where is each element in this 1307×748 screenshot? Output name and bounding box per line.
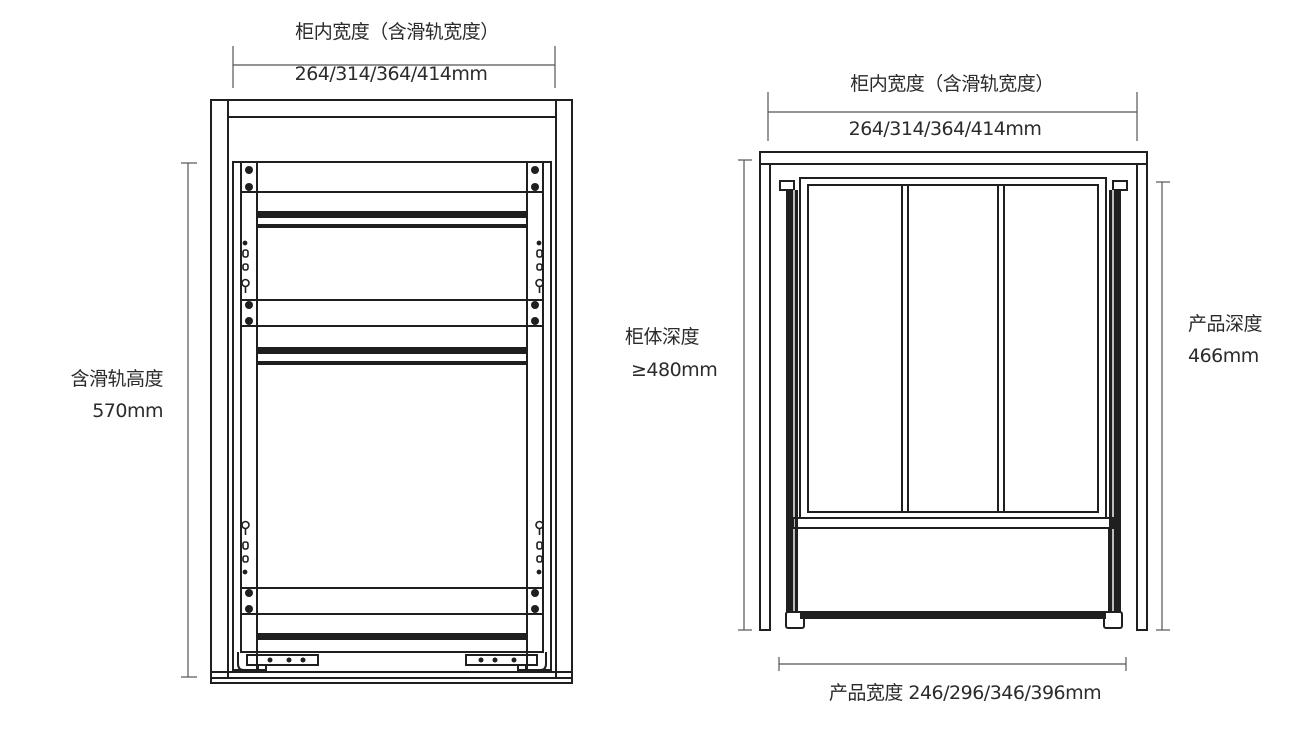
left-bottom-bracket bbox=[237, 652, 319, 671]
right-width-title: 柜内宽度（含滑轨宽度） bbox=[850, 73, 1054, 95]
product-depth-title: 产品深度 bbox=[1188, 313, 1263, 335]
basket-frame bbox=[240, 161, 544, 653]
cabinet-depth-value: ≥480mm bbox=[631, 359, 718, 381]
basket-thick-bars bbox=[256, 211, 528, 640]
left-height-dimension-line bbox=[181, 162, 197, 678]
right-width-values: 264/314/364/414mm bbox=[848, 118, 1042, 140]
front-view-diagram bbox=[181, 46, 573, 684]
product-depth-dimension-line bbox=[1156, 181, 1170, 631]
basket-top-view bbox=[792, 177, 1114, 619]
cabinet-depth-dimension-line bbox=[738, 159, 752, 631]
left-width-values: 264/314/364/414mm bbox=[294, 63, 488, 85]
right-bottom-bracket bbox=[465, 652, 547, 671]
rail-mounting-holes bbox=[241, 240, 544, 575]
product-depth-value: 466mm bbox=[1188, 345, 1259, 367]
left-width-title: 柜内宽度（含滑轨宽度） bbox=[295, 21, 499, 43]
cabinet-frame bbox=[210, 99, 573, 684]
left-height-value: 570mm bbox=[92, 400, 163, 422]
cabinet-depth-title: 柜体深度 bbox=[625, 326, 700, 348]
product-width-dimension-line bbox=[778, 657, 1127, 671]
top-view-diagram bbox=[738, 92, 1170, 671]
product-width-label: 产品宽度 246/296/346/396mm bbox=[828, 682, 1102, 704]
right-slide-rail bbox=[526, 161, 552, 671]
left-width-dimension-line bbox=[232, 46, 556, 88]
right-width-dimension-line bbox=[767, 92, 1138, 141]
left-height-title: 含滑轨高度 bbox=[70, 368, 163, 390]
rail-rivets bbox=[245, 166, 539, 613]
cabinet-top-frame bbox=[759, 151, 1148, 631]
left-slide-rail bbox=[232, 161, 258, 671]
side-rails bbox=[779, 180, 1128, 629]
